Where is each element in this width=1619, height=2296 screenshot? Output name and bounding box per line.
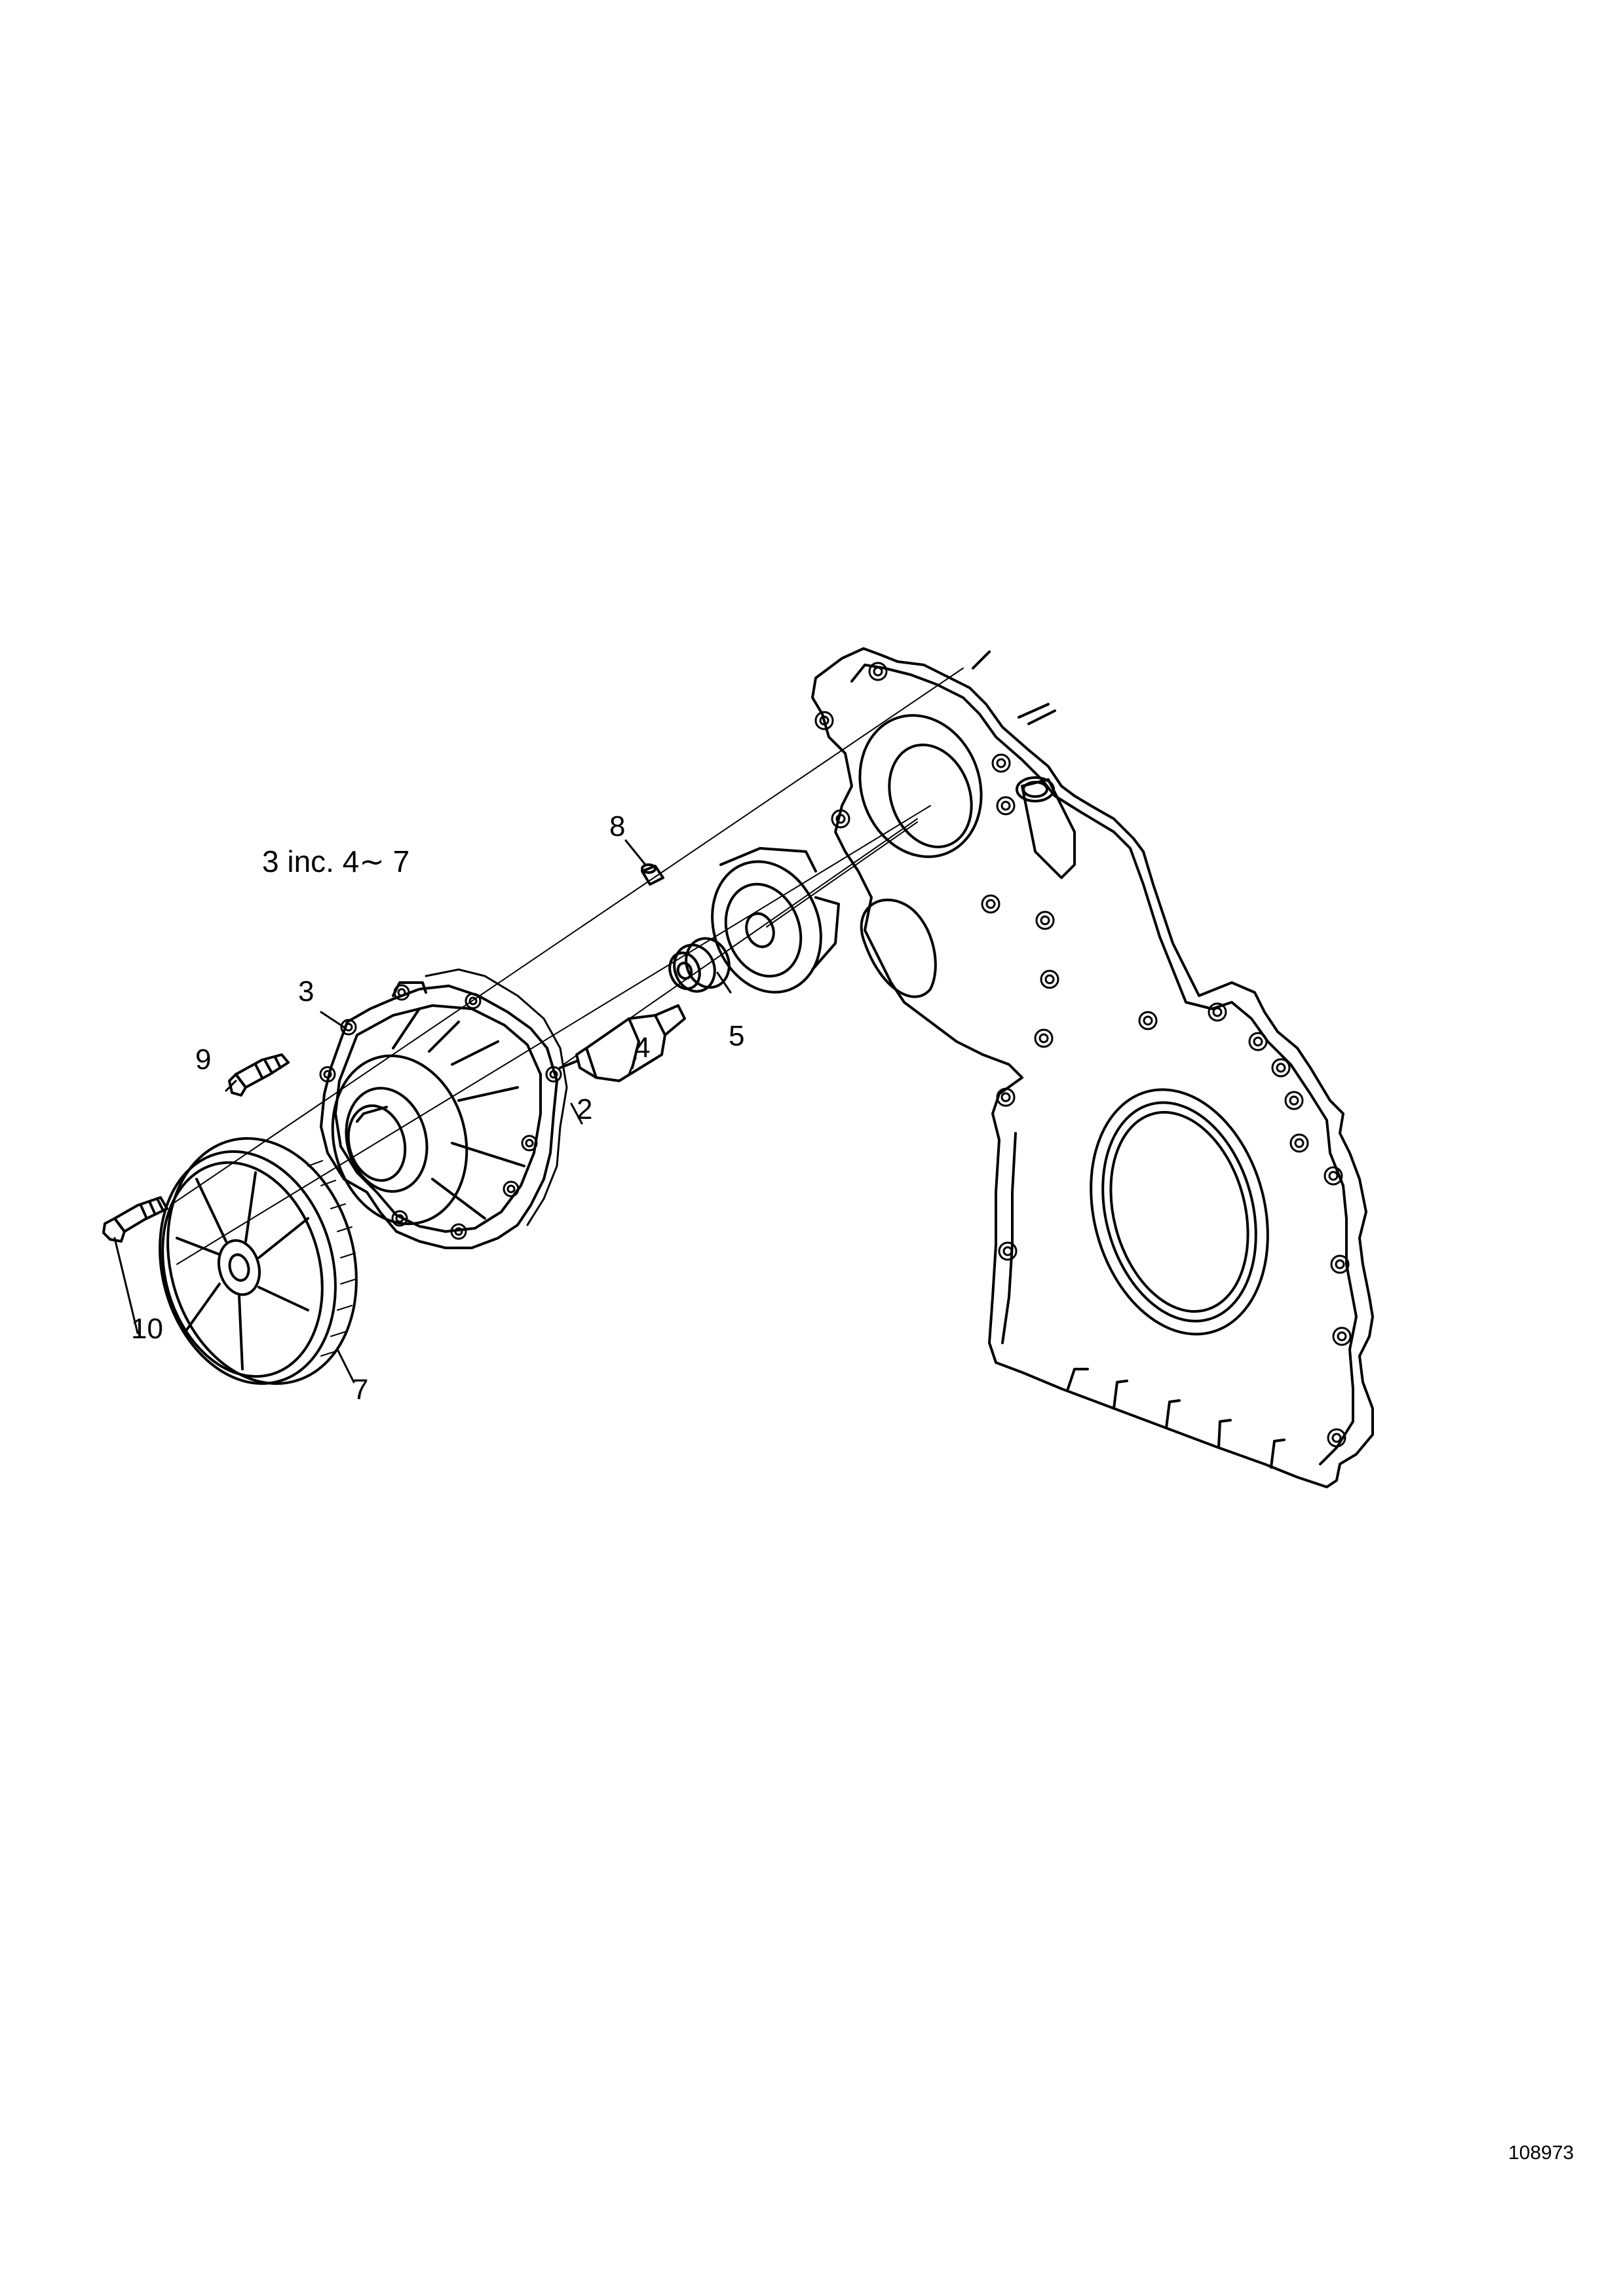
- bolt-9: [228, 1053, 290, 1097]
- callout-10: 10: [131, 1313, 163, 1345]
- callout-9: 9: [195, 1044, 212, 1076]
- callout-8: 8: [609, 810, 626, 842]
- callout-7: 7: [352, 1374, 369, 1406]
- leader-lines: [113, 839, 732, 1383]
- kit-note: 3 inc. 4∼ 7: [262, 844, 410, 878]
- drawing-number: 108973: [1508, 2142, 1574, 2164]
- impeller: [711, 847, 840, 994]
- callout-5: 5: [729, 1020, 745, 1052]
- bearing-shaft: [559, 1004, 686, 1082]
- water-pump-housing: [319, 981, 562, 1249]
- callout-2: 2: [577, 1093, 593, 1125]
- assembly-lines: [170, 668, 964, 1265]
- gasket: [425, 968, 568, 1226]
- callout-3: 3: [298, 975, 314, 1007]
- dowel-pin: [641, 863, 664, 886]
- bolt-10: [102, 1196, 168, 1243]
- callout-4: 4: [634, 1032, 651, 1064]
- timing-cover: [811, 647, 1374, 1488]
- pulley: [159, 1137, 358, 1385]
